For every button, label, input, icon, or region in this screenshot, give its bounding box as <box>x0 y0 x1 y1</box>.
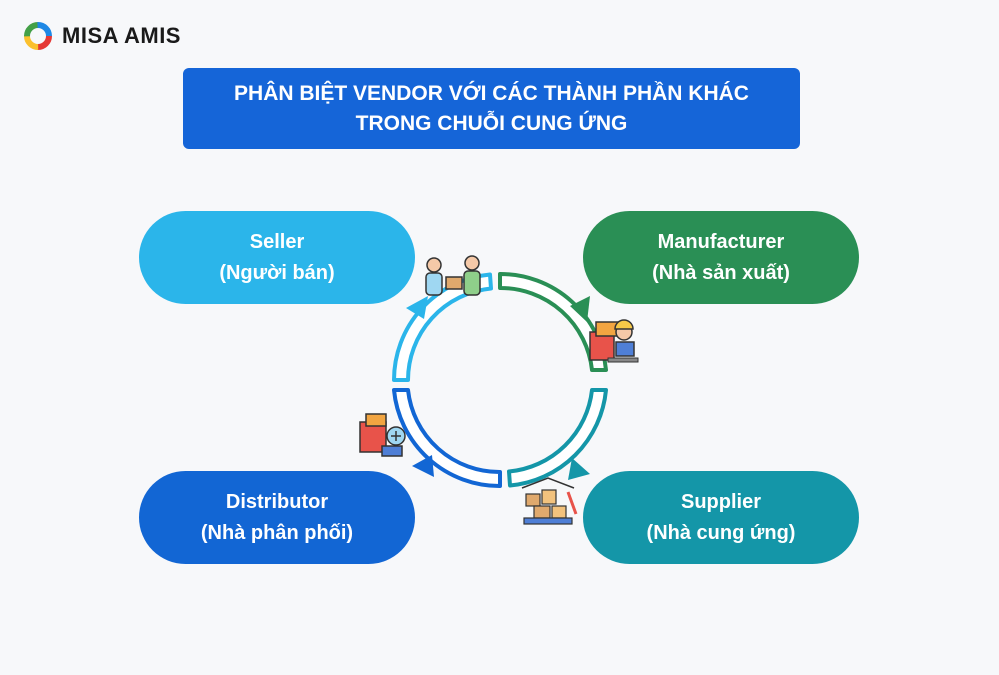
brand-logo: MISA AMIS <box>22 20 181 52</box>
node-manufacturer-sub: (Nhà sản xuất) <box>652 261 790 284</box>
arc-seller <box>392 272 493 382</box>
title-line-2: TRONG CHUỖI CUNG ỨNG <box>355 111 628 135</box>
node-manufacturer-label: Manufacturer <box>657 230 785 253</box>
node-manufacturer: Manufacturer (Nhà sản xuất) <box>583 211 859 304</box>
warehouse-boxes-icon <box>521 477 578 525</box>
handover-icon <box>425 255 481 296</box>
node-distributor: Distributor (Nhà phân phối) <box>139 471 415 564</box>
factory-worker-icon <box>589 319 639 363</box>
node-distributor-label: Distributor <box>225 490 329 513</box>
node-seller-label: Seller <box>249 230 305 253</box>
arc-supplier <box>507 388 608 488</box>
title-line-1: PHÂN BIỆT VENDOR VỚI CÁC THÀNH PHẦN KHÁC <box>234 81 749 105</box>
node-supplier: Supplier (Nhà cung ứng) <box>583 471 859 564</box>
arc-distributor <box>392 388 502 489</box>
node-seller-sub: (Người bán) <box>219 261 335 284</box>
delivery-person-icon <box>359 413 406 457</box>
arrow-seller <box>406 296 428 319</box>
arrow-supplier <box>568 458 590 480</box>
brand-name: MISA AMIS <box>62 23 181 48</box>
arrow-manufacturer <box>570 296 590 322</box>
node-supplier-sub: (Nhà cung ứng) <box>646 521 796 544</box>
node-seller: Seller (Người bán) <box>139 211 415 304</box>
misa-logo-icon <box>24 22 52 50</box>
node-supplier-label: Supplier <box>680 490 761 513</box>
arrow-distributor <box>412 455 434 477</box>
node-distributor-sub: (Nhà phân phối) <box>200 521 354 544</box>
page-title: PHÂN BIỆT VENDOR VỚI CÁC THÀNH PHẦN KHÁC… <box>183 68 800 149</box>
